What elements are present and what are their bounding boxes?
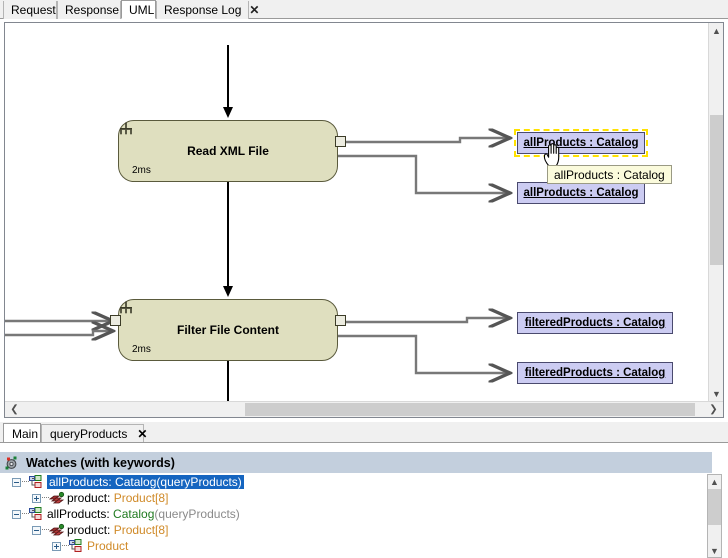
object-node-label: allProducts : Catalog: [523, 137, 639, 149]
uml-object-icon: [29, 507, 45, 521]
watch-tree-row[interactable]: product: Product[8]: [32, 522, 168, 538]
collection-icon: [48, 523, 65, 537]
watch-row-segment: Product: [87, 539, 129, 553]
watches-title: Watches (with keywords): [26, 455, 175, 470]
watch-row-segment: Product[8]: [113, 491, 169, 505]
watch-row-label: allProducts: Catalog(queryProducts): [47, 507, 240, 521]
activity-node-title: Read XML File: [187, 144, 269, 158]
watch-row-label: Product: [87, 539, 128, 553]
tab-label: Main: [12, 426, 39, 441]
tree-connector: [42, 497, 49, 499]
watch-row-label: product: Product[8]: [67, 491, 168, 505]
scroll-right-icon[interactable]: ❯: [709, 404, 718, 415]
collection-icon: [48, 491, 65, 505]
object-node-filteredproducts-1[interactable]: filteredProducts : Catalog: [517, 312, 673, 334]
tab-uml[interactable]: UML: [121, 0, 156, 19]
close-icon[interactable]: ✕: [249, 3, 260, 17]
fork-icon: [120, 122, 132, 135]
canvas-vertical-scrollbar[interactable]: ▲ ▼: [708, 23, 723, 401]
watch-row-segment: :: [106, 507, 114, 521]
watch-row-segment: (queryProducts): [154, 507, 240, 521]
uml-diagram-canvas[interactable]: Read XML File 2ms Filter File Content 2m…: [5, 23, 709, 401]
object-node-filteredproducts-2[interactable]: filteredProducts : Catalog: [517, 362, 673, 384]
node-input-port[interactable]: [110, 315, 121, 326]
tab-queryproducts[interactable]: queryProducts ✕: [41, 424, 148, 443]
scroll-down-icon[interactable]: ▼: [710, 545, 719, 556]
tree-connector: [62, 545, 69, 547]
bottom-tab-strip: Main queryProducts ✕: [0, 422, 728, 444]
watch-tree-row[interactable]: Product: [52, 538, 128, 554]
watch-row-segment: Product[8]: [113, 523, 169, 537]
uml-object-icon: [29, 475, 45, 489]
activity-node-duration: 2ms: [132, 344, 151, 355]
uml-diagram-panel: Read XML File 2ms Filter File Content 2m…: [4, 22, 724, 418]
object-node-label: allProducts : Catalog: [523, 187, 639, 199]
watches-panel: Watches (with keywords) allProducts: Cat…: [0, 443, 728, 558]
watches-tree[interactable]: allProducts: Catalog(queryProducts)produ…: [4, 474, 694, 558]
activity-node-title: Filter File Content: [177, 323, 279, 337]
watch-row-segment: Catalog: [113, 507, 155, 521]
watch-tree-row[interactable]: allProducts: Catalog(queryProducts): [12, 474, 244, 490]
tab-label: Request: [11, 3, 56, 17]
scrollbar-thumb[interactable]: [708, 489, 721, 525]
tooltip: allProducts : Catalog: [547, 165, 672, 184]
watch-row-segment: allProducts: [47, 507, 107, 521]
scroll-up-icon[interactable]: ▲: [712, 25, 721, 36]
expand-icon[interactable]: [32, 493, 41, 503]
node-output-port[interactable]: [335, 315, 346, 326]
expand-icon[interactable]: [52, 541, 61, 551]
watch-row-segment: (queryProducts): [156, 475, 242, 489]
collapse-icon[interactable]: [12, 509, 21, 519]
object-node-label: filteredProducts : Catalog: [524, 317, 666, 329]
tooltip-text: allProducts : Catalog: [554, 168, 665, 182]
collapse-icon[interactable]: [32, 525, 41, 535]
watch-row-label: allProducts: Catalog(queryProducts): [47, 475, 244, 489]
fork-icon: [120, 301, 132, 314]
watch-row-segment: :: [108, 475, 116, 489]
watches-vertical-scrollbar[interactable]: ▲ ▼: [707, 474, 722, 558]
scrollbar-thumb[interactable]: [710, 115, 723, 265]
tree-connector: [42, 529, 49, 531]
watches-gear-icon: [5, 456, 17, 469]
canvas-horizontal-scrollbar[interactable]: ❮ ❯: [5, 401, 723, 417]
scrollbar-thumb[interactable]: [245, 403, 695, 416]
activity-node-read-xml-file[interactable]: Read XML File 2ms: [118, 120, 338, 182]
tree-connector: [22, 481, 29, 483]
watch-tree-row[interactable]: allProducts: Catalog(queryProducts): [12, 506, 240, 522]
watch-row-segment: Catalog: [115, 475, 157, 489]
scroll-down-icon[interactable]: ▼: [712, 388, 721, 399]
object-node-allproducts-selected[interactable]: allProducts : Catalog: [514, 129, 648, 157]
tab-label: Response: [65, 3, 120, 17]
watch-row-segment: :: [107, 491, 114, 505]
tab-request[interactable]: Request: [3, 1, 57, 19]
watch-row-label: product: Product[8]: [67, 523, 168, 537]
uml-object-icon: [69, 539, 85, 553]
diagram-edges: [5, 45, 709, 401]
object-node-allproducts[interactable]: allProducts : Catalog: [517, 182, 645, 204]
tree-connector: [22, 513, 29, 515]
watch-tree-row[interactable]: product: Product[8]: [32, 490, 168, 506]
watch-row-segment: product: [67, 523, 108, 537]
hand-cursor-icon: [543, 143, 560, 167]
close-icon[interactable]: ✕: [137, 427, 148, 441]
object-node-label: filteredProducts : Catalog: [524, 367, 666, 379]
tab-response[interactable]: Response: [57, 1, 121, 19]
activity-node-filter-file-content[interactable]: Filter File Content 2ms: [118, 299, 338, 361]
collapse-icon[interactable]: [12, 477, 21, 487]
tab-label: queryProducts: [50, 427, 128, 441]
tab-label: Response Log: [164, 3, 242, 17]
watch-row-segment: product: [67, 491, 108, 505]
tab-main[interactable]: Main: [3, 423, 41, 444]
scroll-left-icon[interactable]: ❮: [10, 404, 19, 415]
watch-row-segment: allProducts: [49, 475, 109, 489]
node-output-port[interactable]: [335, 136, 346, 147]
watches-header: Watches (with keywords): [0, 452, 712, 473]
watch-row-segment: :: [107, 523, 114, 537]
activity-node-duration: 2ms: [132, 165, 151, 176]
top-tab-strip: Request Response UML Response Log ✕: [0, 0, 728, 19]
tab-label: UML: [129, 2, 155, 17]
tab-response-log[interactable]: Response Log ✕: [156, 1, 259, 19]
scroll-up-icon[interactable]: ▲: [710, 476, 719, 487]
